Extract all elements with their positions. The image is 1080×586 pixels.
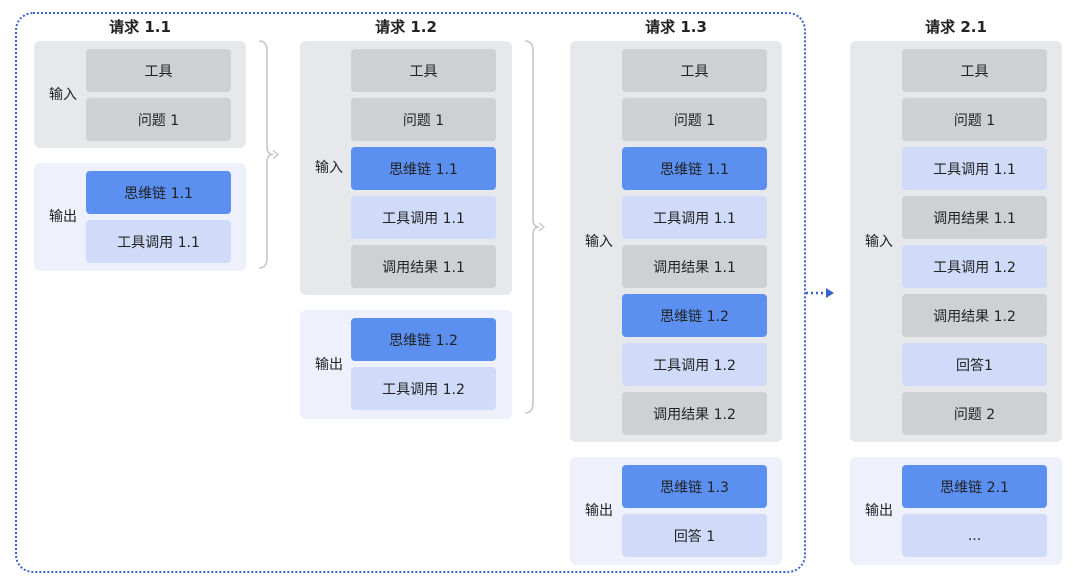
column-title: 请求 1.3 (645, 18, 707, 36)
output-label: 输出 (865, 503, 893, 519)
input-block: 调用结果 1.1 (622, 245, 767, 288)
input-block: 调用结果 1.1 (902, 196, 1047, 239)
input-block: 问题 1 (86, 98, 231, 141)
output-label: 输出 (585, 503, 613, 519)
input-label: 输入 (585, 233, 613, 250)
input-label: 输入 (49, 86, 77, 103)
input-block: 工具调用 1.2 (622, 343, 767, 386)
output-block: 思维链 1.2 (351, 318, 496, 361)
output-block: 工具调用 1.2 (351, 367, 496, 410)
input-block: 工具调用 1.1 (351, 196, 496, 239)
input-block: 工具调用 1.1 (902, 147, 1047, 190)
input-block: 问题 2 (902, 392, 1047, 435)
input-block: 思维链 1.1 (622, 147, 767, 190)
output-block: 思维链 1.1 (86, 171, 231, 214)
column-title: 请求 2.1 (925, 18, 987, 36)
input-block: 调用结果 1.1 (351, 245, 496, 288)
input-block: 调用结果 1.2 (622, 392, 767, 435)
input-block: 调用结果 1.2 (902, 294, 1047, 337)
output-block: 回答 1 (622, 514, 767, 557)
input-block: 工具 (86, 49, 231, 92)
output-label: 输出 (315, 356, 343, 373)
input-block: 工具 (902, 49, 1047, 92)
output-block: ... (902, 514, 1047, 557)
input-block: 问题 1 (902, 98, 1047, 141)
input-label: 输入 (865, 233, 893, 250)
continue-arrow-head (826, 288, 834, 298)
input-block: 工具 (622, 49, 767, 92)
output-block: 思维链 1.3 (622, 465, 767, 508)
input-label: 输入 (315, 160, 343, 176)
output-block: 工具调用 1.1 (86, 220, 231, 263)
input-block: 问题 1 (351, 98, 496, 141)
input-block: 问题 1 (622, 98, 767, 141)
input-block: 工具 (351, 49, 496, 92)
output-block: 思维链 2.1 (902, 465, 1047, 508)
input-block: 工具调用 1.1 (622, 196, 767, 239)
column-title: 请求 1.1 (109, 18, 171, 36)
input-block: 回答1 (902, 343, 1047, 386)
output-label: 输出 (49, 209, 77, 225)
input-block: 工具调用 1.2 (902, 245, 1047, 288)
input-block: 思维链 1.1 (351, 147, 496, 190)
input-block: 思维链 1.2 (622, 294, 767, 337)
dashed-frame (15, 12, 806, 573)
column-title: 请求 1.2 (375, 18, 437, 36)
